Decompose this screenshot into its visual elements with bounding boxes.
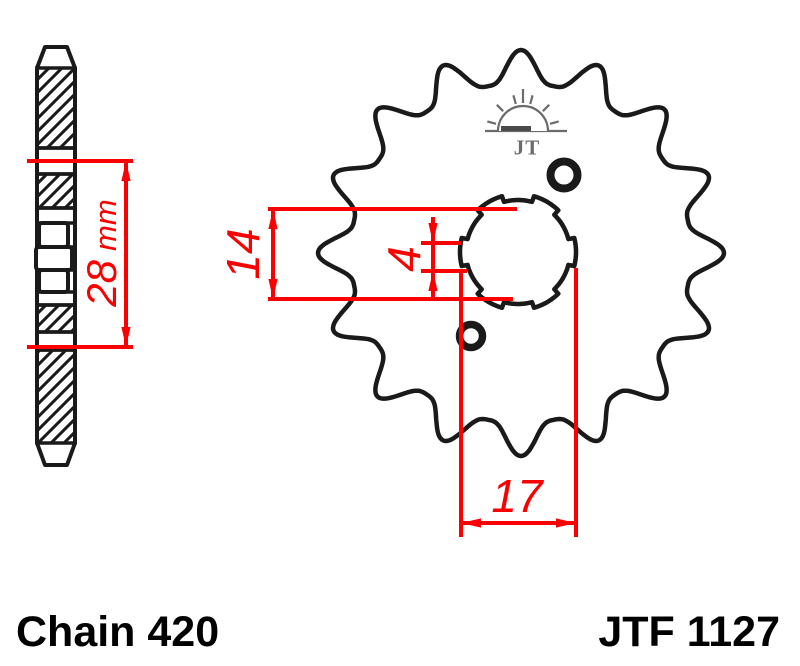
- dim-14-label: 14: [217, 228, 269, 280]
- dimension-arrow: [428, 271, 438, 291]
- logo-sun-ray: [512, 95, 517, 105]
- dimension-arrow: [268, 209, 278, 229]
- logo-sun-ray: [496, 104, 504, 112]
- logo-sun-ray: [549, 120, 559, 125]
- dimension-arrow: [556, 518, 576, 528]
- part-number-label: JTF 1127: [598, 608, 780, 656]
- logo-sun-ray: [529, 95, 534, 105]
- spline-bore: [457, 193, 579, 311]
- jt-logo-text: JT: [513, 135, 541, 160]
- dimension-arrow: [121, 161, 131, 181]
- dim-4-label: 4: [378, 246, 430, 272]
- section-hatch-block: [35, 66, 77, 150]
- front-view: [315, 47, 727, 459]
- logo-sun-ray: [487, 120, 497, 125]
- hub-section-box: [37, 268, 70, 294]
- dim-28-unit: mm: [88, 199, 123, 251]
- dim-17-label: 17: [491, 470, 543, 522]
- logo-shadow-bar: [501, 126, 531, 131]
- dimension-arrow: [121, 327, 131, 347]
- section-hatch-block: [35, 303, 77, 334]
- chain-size-label: Chain 420: [16, 608, 220, 656]
- hub-section-box: [37, 221, 70, 249]
- dimension-arrow: [461, 518, 481, 528]
- hub-section-box: [34, 245, 74, 272]
- section-hatch-block: [35, 348, 77, 445]
- dimension-lines: [27, 159, 578, 537]
- dimension-arrow: [428, 223, 438, 243]
- bolt-hole-top: [546, 157, 582, 193]
- logo-sun-icon: [496, 104, 550, 132]
- side-view: [34, 45, 77, 467]
- dim-28-value: 28: [78, 259, 125, 307]
- jt-logo: [485, 89, 567, 133]
- dim-28mm-label: 28 mm: [78, 199, 125, 307]
- logo-sun-ray: [542, 104, 550, 112]
- section-hatch-block: [35, 172, 77, 210]
- dimension-arrow: [268, 279, 278, 299]
